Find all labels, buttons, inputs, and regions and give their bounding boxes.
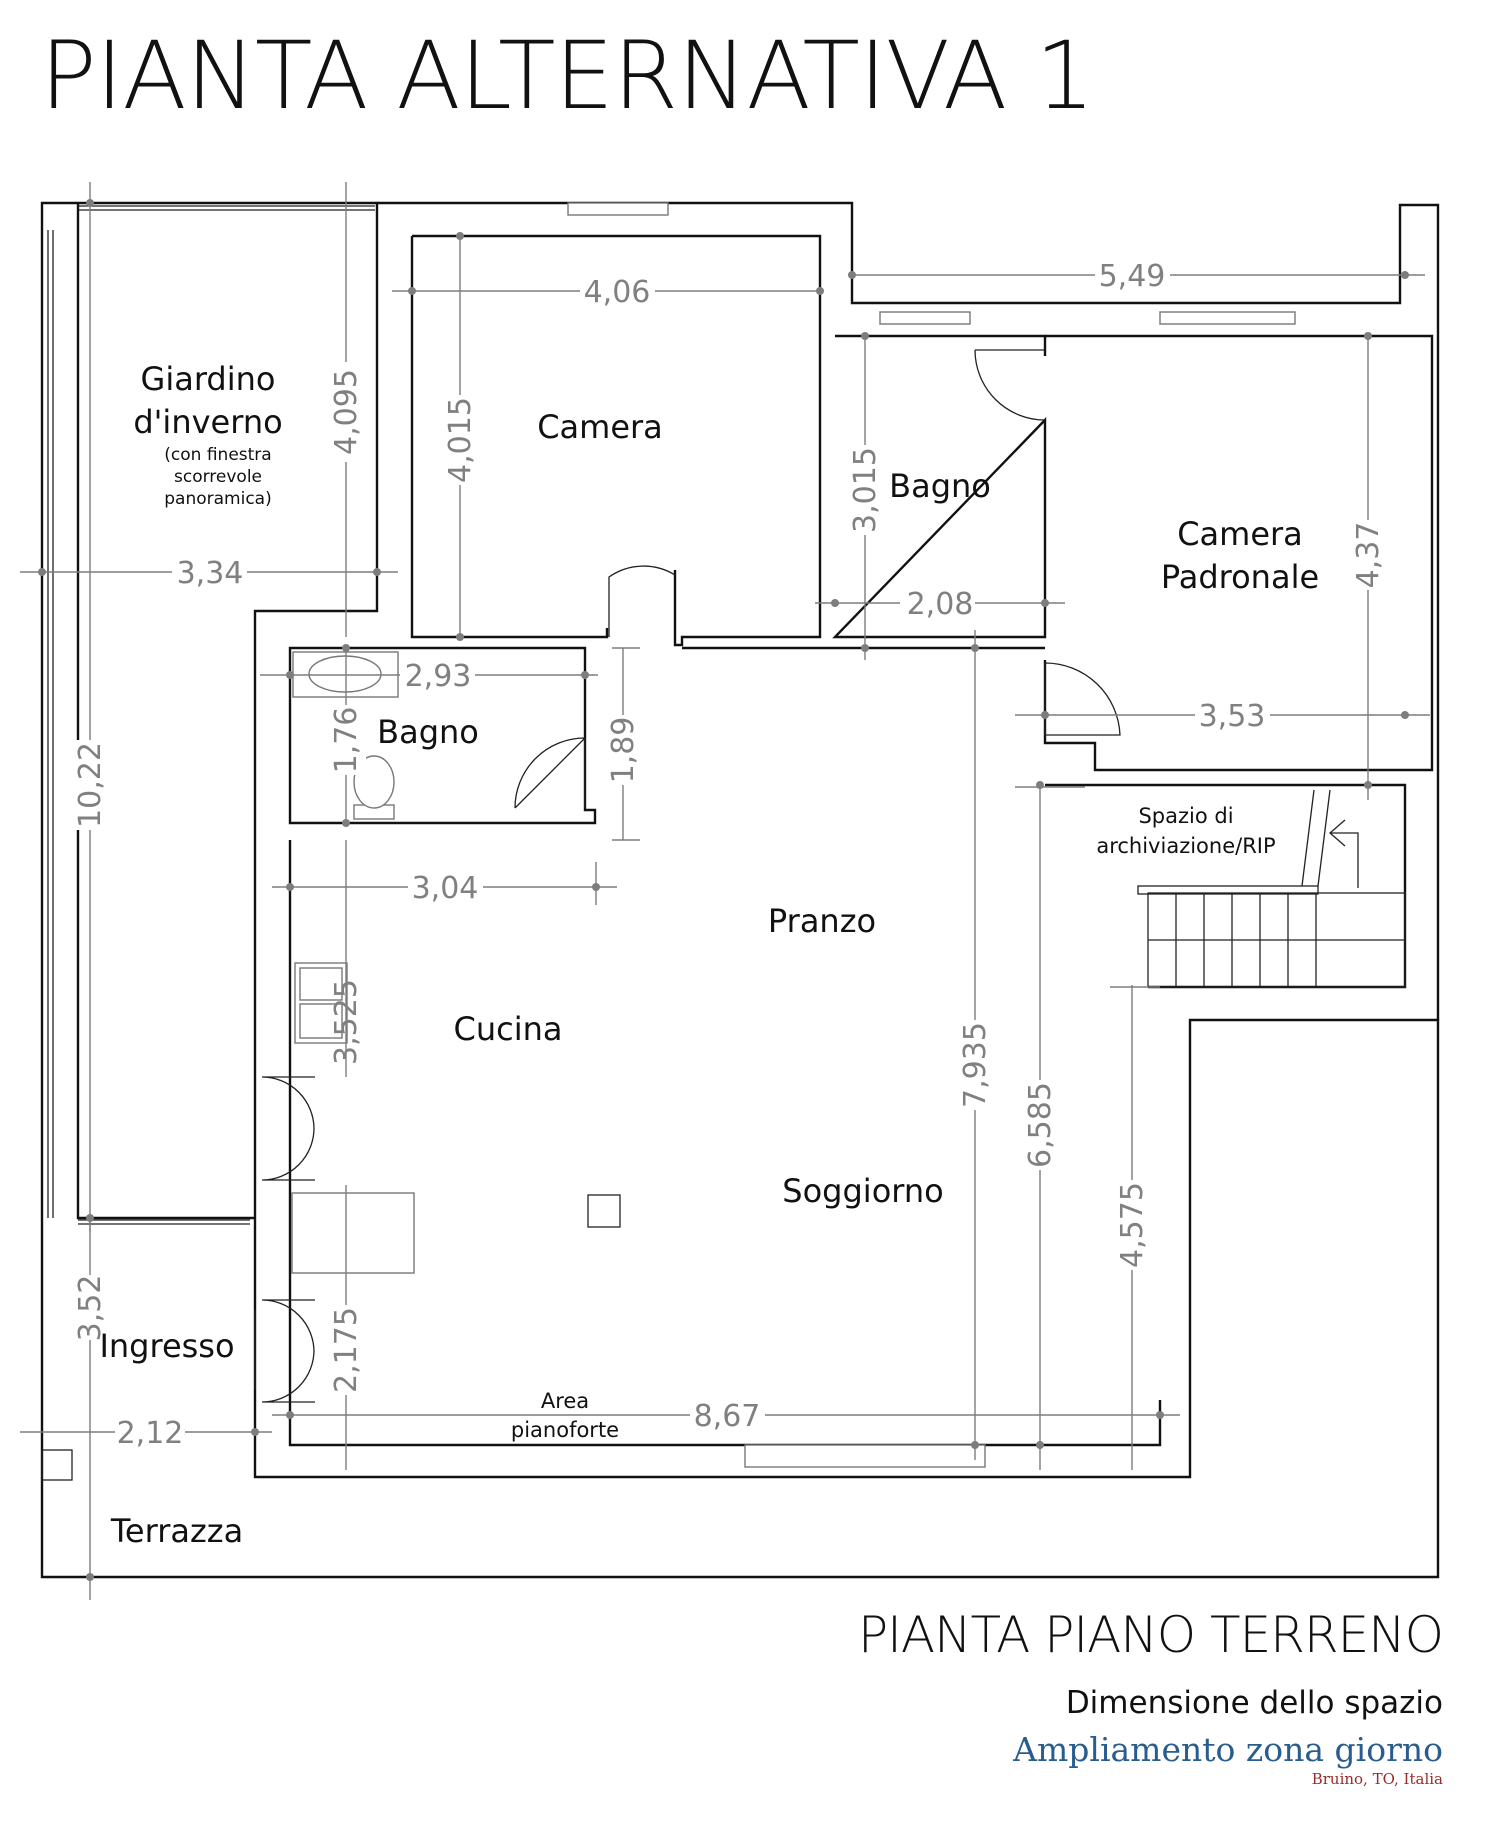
camera-window — [567, 202, 669, 216]
label-giardino-note-2: scorrevole — [174, 467, 262, 487]
dim-bagno-lower-width: 2,93 — [405, 659, 472, 694]
label-terrazza: Terrazza — [110, 1512, 243, 1550]
closet-doors-upper — [261, 1076, 315, 1181]
plan-subtitle: Dimensione dello spazio — [1065, 1685, 1443, 1721]
label-giardino-note-3: panoramica) — [164, 489, 271, 509]
dimension-lines — [20, 182, 1430, 1600]
terrace-post — [41, 1449, 73, 1481]
dim-total-height: 10,22 — [73, 742, 108, 828]
dim-right-height: 4,575 — [1115, 1182, 1150, 1268]
label-pranzo: Pranzo — [768, 902, 876, 940]
label-giardino-1: Giardino — [141, 360, 276, 398]
plan-title: PIANTA PIANO TERRENO — [858, 1606, 1444, 1664]
camera-wall — [412, 234, 822, 647]
bagno-upper-window — [879, 311, 971, 325]
camera-door — [608, 565, 676, 637]
label-camera: Camera — [537, 408, 663, 446]
outer-boundary-wall — [40, 201, 1440, 1579]
dimension-labels: 4,06 5,49 4,095 4,015 3,015 4,37 3,34 2,… — [70, 255, 1388, 1452]
house-outer-wall — [377, 201, 1440, 1020]
kitchen-sink-basin1 — [299, 967, 343, 1001]
dim-entry-height: 3,52 — [73, 1275, 108, 1342]
bagno-upper-door — [974, 349, 1046, 421]
label-ingresso: Ingresso — [99, 1327, 234, 1365]
stair-arrow — [1329, 819, 1359, 888]
winter-garden-window — [47, 230, 54, 1218]
dim-total-width: 8,67 — [694, 1399, 761, 1434]
winter-garden-wall — [76, 203, 255, 1220]
dim-camera-width: 4,06 — [584, 275, 651, 310]
bagno-lower-wall — [288, 646, 597, 825]
label-bagno-lower: Bagno — [377, 713, 479, 751]
label-area: Area — [541, 1389, 589, 1413]
dim-master-height: 4,37 — [1351, 522, 1386, 589]
dim-bagno-upper-height: 3,015 — [848, 447, 883, 533]
garden-bottom-glass — [78, 1219, 250, 1225]
label-pianoforte: pianoforte — [511, 1418, 619, 1442]
label-camera-padronale-1: Camera — [1177, 515, 1303, 553]
label-spazio-2: archiviazione/RIP — [1096, 834, 1275, 858]
label-spazio-1: Spazio di — [1138, 804, 1233, 828]
dim-dining-height: 6,585 — [1023, 1082, 1058, 1168]
dim-top-right-width: 5,49 — [1099, 259, 1166, 294]
label-giardino-2: d'inverno — [133, 403, 282, 441]
dim-master-width: 3,53 — [1199, 699, 1266, 734]
master-wall — [1043, 334, 1434, 772]
project-location: Bruino, TO, Italia — [1311, 1770, 1443, 1788]
camera-wall-left — [410, 236, 609, 639]
label-bagno-upper: Bagno — [889, 467, 991, 505]
label-camera-padronale-2: Padronale — [1161, 558, 1319, 596]
dim-bagno-upper-width: 2,08 — [907, 587, 974, 622]
staircase — [1137, 789, 1406, 988]
kitchen-left-wall — [288, 840, 1162, 1447]
dim-camera-height: 4,015 — [443, 397, 478, 483]
master-door — [1044, 662, 1121, 736]
room-labels: Giardino d'inverno (con finestra scorrev… — [99, 360, 1319, 1550]
closet-doors-lower — [261, 1299, 315, 1403]
drawing-title: PIANTA ALTERNATIVA 1 — [40, 22, 1095, 131]
dim-living-height: 7,935 — [958, 1022, 993, 1108]
dim-garden-top: 4,095 — [329, 369, 364, 455]
master-window — [1159, 311, 1296, 325]
entry-partition — [291, 1192, 415, 1274]
dim-garden-width: 3,34 — [177, 556, 244, 591]
label-soggiorno: Soggiorno — [782, 1172, 943, 1210]
dim-bagno-lower-height: 1,76 — [329, 707, 364, 774]
dim-kitchen-height: 3,525 — [329, 979, 364, 1065]
label-cucina: Cucina — [454, 1010, 563, 1048]
sink-basin — [308, 655, 382, 693]
dim-hall-height: 1,89 — [606, 717, 641, 784]
label-giardino-note-1: (con finestra — [164, 445, 271, 465]
living-window — [744, 1444, 986, 1468]
walls — [40, 201, 1440, 1579]
dim-closet-height: 2,175 — [329, 1307, 364, 1393]
garden-top-glass — [78, 205, 375, 211]
dim-entry-width: 2,12 — [117, 1416, 184, 1451]
project-name: Ampliamento zona giorno — [1013, 1730, 1443, 1769]
kitchen-sink-basin2 — [299, 1003, 343, 1039]
title-block: PIANTA PIANO TERRENO Dimensione dello sp… — [858, 1606, 1444, 1788]
dim-kitchen-width: 3,04 — [412, 871, 479, 906]
column — [587, 1194, 621, 1228]
bagno-lower-door — [514, 737, 586, 809]
